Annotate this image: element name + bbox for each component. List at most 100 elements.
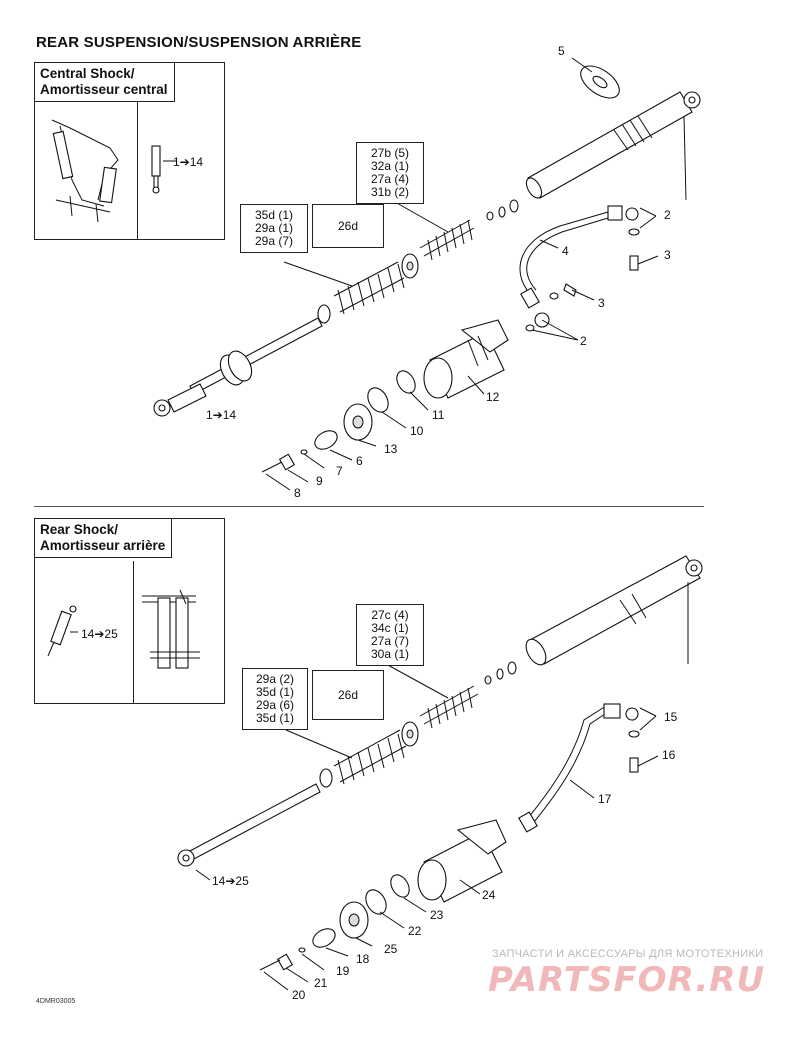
central-inset-divider (137, 101, 138, 239)
central-part-12-reservoir (423, 319, 509, 399)
callout-3a: 3 (664, 248, 671, 262)
central-spring-small (419, 219, 475, 261)
central-box-b-line: 29a (7) (254, 234, 294, 248)
central-spring-seat (317, 304, 331, 324)
rear-inset-ref: 14➔25 (81, 627, 118, 641)
watermark-tagline: ЗАПЧАСТИ И АКСЕССУАРЫ ДЛЯ МОТОТЕХНИКИ (492, 948, 764, 960)
rear-inset-title-line1: Rear Shock/ (40, 522, 119, 537)
rear-hose-17 (518, 703, 639, 833)
central-small-rings (486, 199, 519, 221)
callout-3b: 3 (598, 296, 605, 310)
callout-1-14: 1➔14 (206, 408, 237, 422)
rear-part-24-reservoir (417, 819, 507, 903)
rear-small-rings (484, 661, 517, 685)
callout-5: 5 (558, 44, 565, 58)
rear-box-c-label: 26d (337, 688, 359, 702)
central-shaft (153, 317, 323, 417)
central-spring-large (333, 261, 405, 315)
callout-9: 9 (316, 474, 323, 488)
rear-spring-small (419, 685, 479, 729)
central-box-a-line: 27a (4) (370, 172, 410, 186)
callout-13: 13 (384, 442, 398, 456)
central-box-a-line: 31b (2) (370, 185, 410, 199)
rear-box-a-line: 34c (1) (371, 621, 409, 635)
rear-inset-title-line2: Amortisseur arrière (40, 538, 166, 553)
rear-box-b-line: 35d (1) (255, 685, 295, 699)
rear-box-a-line: 30a (1) (370, 647, 410, 661)
callout-2b: 2 (580, 334, 587, 348)
central-shock-body (525, 91, 701, 199)
central-inset-frame-sketch (51, 119, 119, 223)
central-fasteners (525, 228, 640, 332)
central-inset-ref: 1➔14 (173, 155, 204, 169)
central-parts-6-9 (261, 430, 338, 473)
central-box-a: 27b (5) 32a (1) 27a (4) 31b (2) (356, 142, 424, 204)
rear-inset-divider (133, 561, 134, 703)
rear-shaft (177, 783, 321, 867)
callout-15: 15 (664, 710, 678, 724)
callout-18: 18 (356, 952, 370, 966)
rear-box-b: 29a (2) 35d (1) 29a (6) 35d (1) (242, 668, 308, 730)
rear-box-a-line: 27c (4) (371, 608, 409, 622)
callout-4: 4 (562, 244, 569, 258)
page-title: REAR SUSPENSION/SUSPENSION ARRIÈRE (36, 34, 362, 51)
callout-20: 20 (292, 988, 306, 1002)
section-divider (34, 506, 704, 507)
rear-inset-shock-sketch (47, 605, 78, 657)
central-part-5-washer (580, 65, 620, 99)
rear-shock-inset: Rear Shock/ Amortisseur arrière 14➔25 (34, 518, 225, 704)
rear-fasteners (628, 730, 640, 773)
callout-14-25: 14➔25 (212, 874, 249, 888)
central-box-b-line: 35d (1) (254, 208, 294, 222)
central-box-a-line: 32a (1) (370, 159, 410, 173)
callout-8: 8 (294, 486, 301, 500)
central-inset-title-line1: Central Shock/ (40, 66, 135, 81)
callout-24: 24 (482, 888, 496, 902)
central-box-b: 35d (1) 29a (1) 29a (7) (240, 204, 308, 253)
central-part-13-piston (343, 403, 373, 441)
central-leader-lines (265, 57, 687, 491)
rear-inset-frame-sketch (142, 589, 200, 669)
central-inset-shock-sketch (151, 145, 176, 194)
callout-6: 6 (356, 454, 363, 468)
central-inset-title: Central Shock/ Amortisseur central (35, 63, 175, 102)
callout-12: 12 (486, 390, 500, 404)
rear-box-b-line: 29a (6) (255, 698, 295, 712)
callout-19: 19 (336, 964, 350, 978)
rear-spring-seat (319, 768, 333, 788)
rear-box-a-line: 27a (7) (370, 634, 410, 648)
rear-box-b-line: 35d (1) (255, 711, 295, 725)
callout-22: 22 (408, 924, 422, 938)
rear-inset-title: Rear Shock/ Amortisseur arrière (35, 519, 173, 558)
callout-23: 23 (430, 908, 444, 922)
central-box-a-line: 27b (5) (370, 146, 410, 160)
callout-10: 10 (410, 424, 424, 438)
callout-11: 11 (432, 408, 445, 422)
rear-spring-large (333, 729, 407, 785)
central-inset-title-line2: Amortisseur central (40, 82, 168, 97)
callout-21: 21 (314, 976, 328, 990)
central-hose-4 (519, 205, 639, 328)
figure-ref-code: 4DMR03005 (36, 998, 76, 1005)
rear-box-a: 27c (4) 34c (1) 27a (7) 30a (1) (356, 604, 424, 666)
rear-part-25-piston (339, 901, 369, 939)
callout-25: 25 (384, 942, 398, 956)
callout-16: 16 (662, 748, 676, 762)
rear-box-c: 26d (312, 670, 384, 720)
callout-2a: 2 (664, 208, 671, 222)
rear-parts-18-21 (259, 928, 336, 971)
callout-17: 17 (598, 792, 612, 806)
central-rings-10-11 (367, 370, 416, 413)
central-box-c-label: 26d (337, 219, 359, 233)
central-spring-collar (401, 253, 419, 279)
callout-7: 7 (336, 464, 343, 478)
watermark-logo: PARTSFOR.RU (488, 960, 766, 1000)
rear-rings-22-23 (365, 874, 410, 915)
rear-shock-body (525, 555, 703, 666)
rear-box-b-line: 29a (2) (255, 672, 295, 686)
central-box-c: 26d (312, 204, 384, 248)
rear-leader-lines (195, 582, 689, 991)
rear-spring-collar (401, 721, 419, 747)
central-box-b-line: 29a (1) (254, 221, 294, 235)
